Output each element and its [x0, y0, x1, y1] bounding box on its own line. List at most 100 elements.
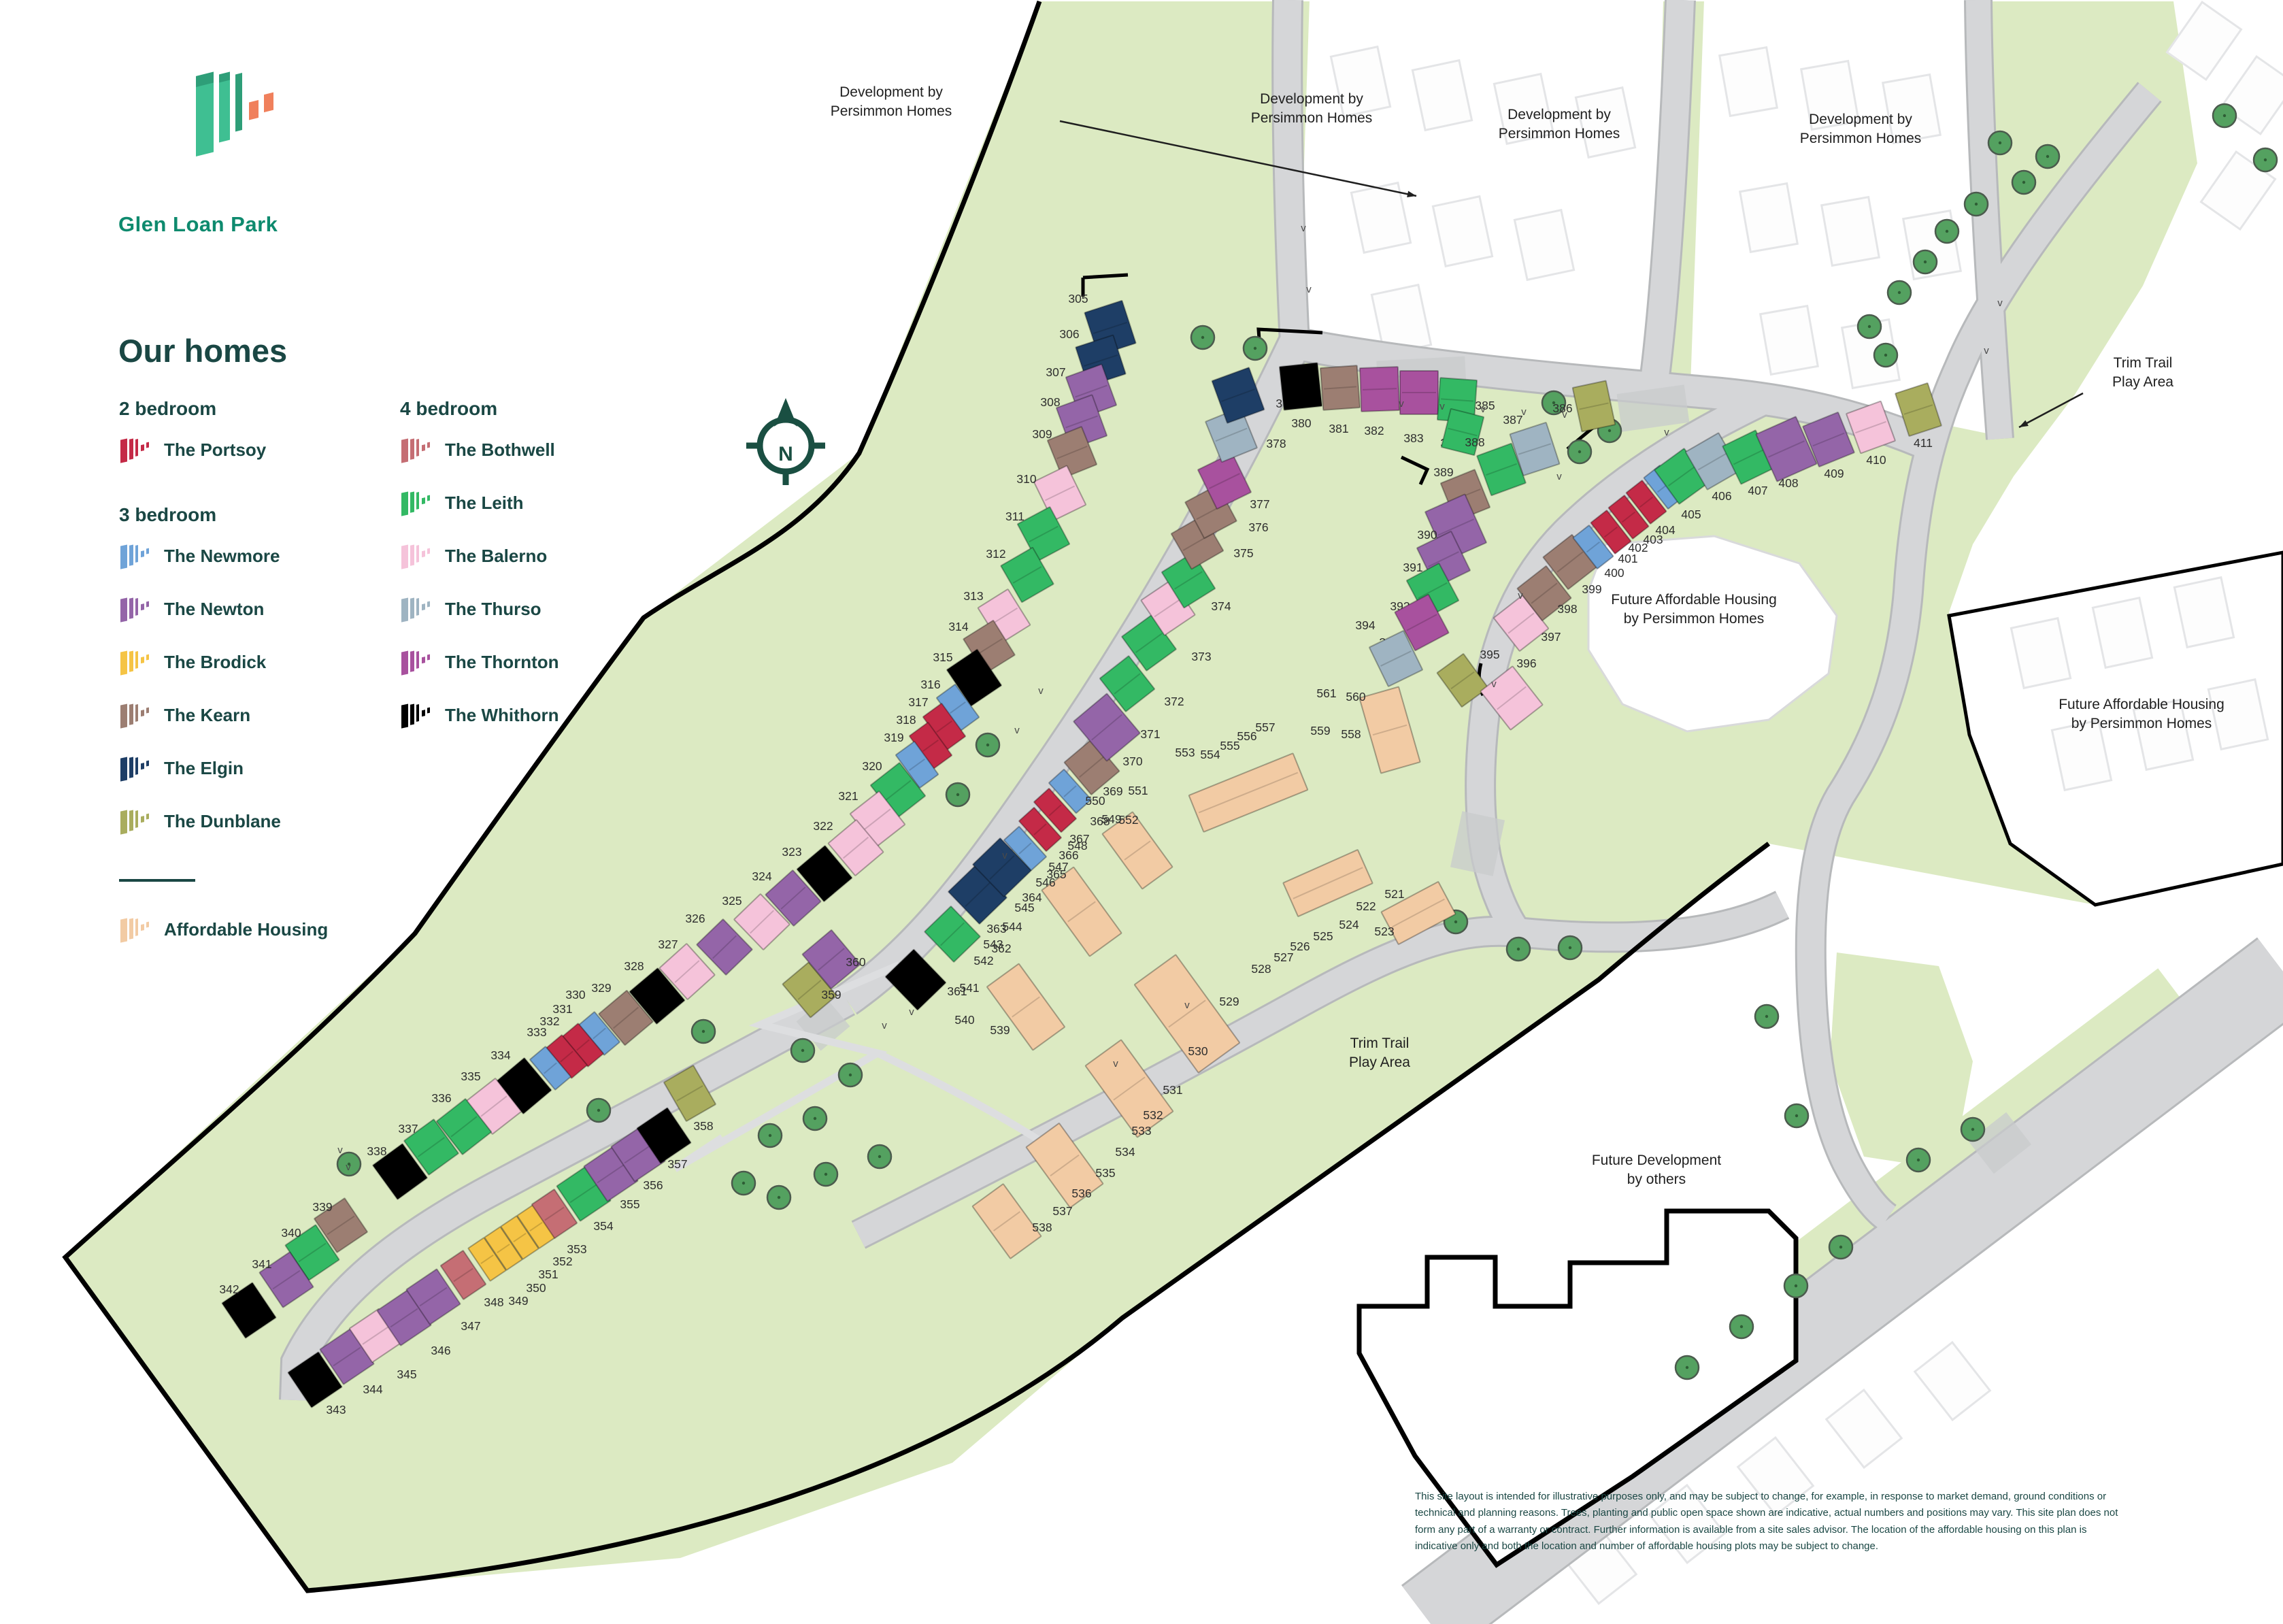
plot-388-house[interactable]: [1476, 442, 1527, 497]
affordable-building[interactable]: [1041, 866, 1122, 957]
plot-385-house[interactable]: [1440, 408, 1485, 456]
plot-324-house[interactable]: [765, 869, 822, 927]
plot-343-house[interactable]: [287, 1351, 343, 1408]
legend-item-br[interactable]: The Brodick: [119, 644, 266, 680]
plot-405-label: 405: [1681, 508, 1701, 521]
plot-357-house[interactable]: [636, 1107, 692, 1164]
plot-319-house[interactable]: [895, 741, 939, 789]
plot-381-house[interactable]: [1319, 365, 1361, 411]
affordable-building[interactable]: [1134, 954, 1240, 1074]
plot-361-house[interactable]: [884, 948, 947, 1011]
plot-368-house[interactable]: [1048, 769, 1092, 814]
plot-349-house[interactable]: [467, 1237, 507, 1282]
plot-384-house[interactable]: [1436, 377, 1478, 423]
affordable-building[interactable]: [1359, 686, 1421, 774]
plot-393-house[interactable]: [1394, 593, 1450, 652]
plot-409-house[interactable]: [1802, 412, 1855, 467]
plot-367-house[interactable]: [1033, 788, 1077, 833]
legend-item-ba[interactable]: The Balerno: [400, 538, 547, 574]
legend-item-le[interactable]: The Leith: [400, 485, 524, 520]
plot-359-house[interactable]: [782, 961, 837, 1018]
plot-333-house[interactable]: [529, 1046, 571, 1091]
legend-item-bo[interactable]: The Bothwell: [400, 432, 555, 467]
legend-item-tu[interactable]: The Thurso: [400, 591, 541, 627]
plot-365-house[interactable]: [1003, 826, 1047, 871]
plot-411-house[interactable]: [1895, 382, 1942, 437]
plot-341-house[interactable]: [259, 1251, 314, 1308]
plot-386-house[interactable]: [1571, 380, 1616, 433]
plot-387-house[interactable]: [1509, 422, 1561, 476]
plot-366-house[interactable]: [1018, 807, 1062, 852]
plot-311-house[interactable]: [1016, 506, 1071, 562]
legend-item-wh[interactable]: The Whithorn: [400, 697, 559, 733]
affordable-building[interactable]: [1101, 811, 1173, 890]
plot-347-house[interactable]: [405, 1268, 461, 1325]
plot-358-house[interactable]: [663, 1065, 716, 1122]
plot-336-house[interactable]: [436, 1098, 492, 1155]
plot-370-house[interactable]: [1073, 693, 1141, 762]
plot-325-house[interactable]: [733, 893, 790, 950]
plot-348-house[interactable]: [440, 1250, 486, 1300]
affordable-building[interactable]: [986, 963, 1065, 1051]
plot-410-house[interactable]: [1846, 400, 1896, 454]
affordable-building[interactable]: [1380, 881, 1456, 945]
plot-339-house[interactable]: [314, 1197, 368, 1253]
plot-327-house[interactable]: [659, 943, 716, 1000]
affordable-building[interactable]: [1084, 1039, 1174, 1138]
plot-329-house[interactable]: [598, 990, 654, 1046]
plot-379-house[interactable]: [1211, 367, 1265, 424]
legend-item-po[interactable]: The Portsoy: [119, 432, 266, 467]
affordable-building[interactable]: [1282, 849, 1373, 917]
plot-350-house[interactable]: [484, 1226, 523, 1271]
plot-400-house[interactable]: [1572, 525, 1614, 569]
plot-342-house[interactable]: [221, 1282, 277, 1339]
plot-363-house[interactable]: [948, 865, 1007, 925]
plot-323-house[interactable]: [796, 845, 853, 902]
plot-383-house[interactable]: [1399, 370, 1439, 415]
affordable-building[interactable]: [1188, 752, 1309, 833]
legend-item-affordable[interactable]: Affordable Housing: [119, 912, 328, 947]
plot-315-house[interactable]: [946, 648, 1002, 707]
plot-374-house[interactable]: [1161, 552, 1216, 609]
plot-351-house[interactable]: [500, 1215, 539, 1260]
legend-item-th[interactable]: The Thornton: [400, 644, 559, 680]
plot-382-house[interactable]: [1359, 366, 1401, 412]
plot-353-house[interactable]: [531, 1189, 578, 1239]
legend-item-du[interactable]: The Dunblane: [119, 803, 281, 839]
plot-395-house[interactable]: [1436, 653, 1489, 708]
plot-328-house[interactable]: [629, 967, 686, 1025]
plot-322-house[interactable]: [827, 819, 884, 876]
plot-312-house[interactable]: [1000, 547, 1054, 603]
plot-355-house[interactable]: [583, 1145, 639, 1202]
plot-380-house[interactable]: [1278, 362, 1323, 411]
plot-398-house[interactable]: [1516, 565, 1572, 621]
plot-309-house[interactable]: [1047, 426, 1097, 479]
legend-item-nt[interactable]: The Newton: [119, 591, 264, 627]
plot-364-house[interactable]: [972, 838, 1032, 897]
plot-326-house[interactable]: [696, 918, 753, 976]
plot-402-house[interactable]: [1607, 495, 1650, 540]
plot-337-house[interactable]: [403, 1118, 459, 1176]
plot-338-house[interactable]: [372, 1143, 428, 1200]
plot-362-house[interactable]: [924, 906, 981, 963]
plot-403-house[interactable]: [1625, 480, 1667, 525]
faint-house-21: [2173, 576, 2235, 649]
plot-310-house[interactable]: [1033, 465, 1086, 522]
plot-396-house[interactable]: [1480, 665, 1544, 731]
plot-394-house[interactable]: [1369, 630, 1423, 687]
legend-item-el[interactable]: The Elgin: [119, 750, 244, 786]
affordable-building[interactable]: [971, 1183, 1042, 1259]
legend-item-nm[interactable]: The Newmore: [119, 538, 280, 574]
plot-335-house[interactable]: [466, 1078, 522, 1135]
plot-360-house[interactable]: [801, 929, 861, 989]
legend-item-ke[interactable]: The Kearn: [119, 697, 250, 733]
plot-408-house[interactable]: [1755, 416, 1818, 482]
plot-378-house[interactable]: [1205, 407, 1258, 463]
plot-401-house[interactable]: [1590, 510, 1632, 554]
plot-377-house[interactable]: [1197, 452, 1252, 510]
affordable-building[interactable]: [1025, 1123, 1104, 1208]
plot-354-house[interactable]: [556, 1165, 612, 1222]
plot-371-house[interactable]: [1099, 655, 1155, 712]
faint-house-17: [2220, 54, 2283, 136]
